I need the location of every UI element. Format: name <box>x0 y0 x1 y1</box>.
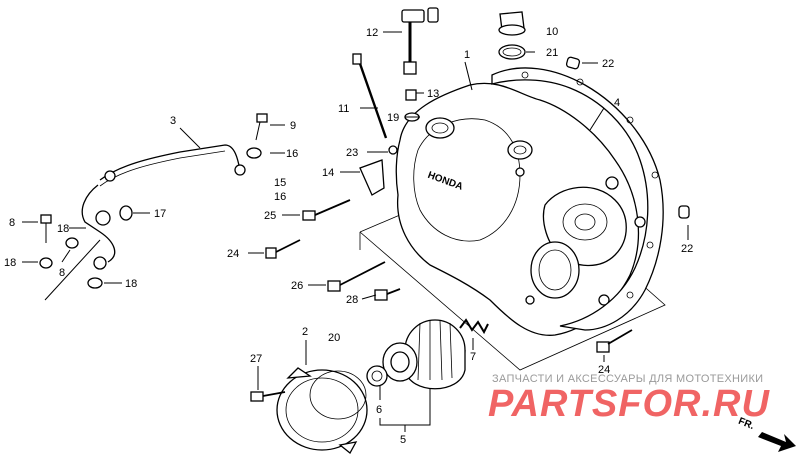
washer-18-upper <box>65 237 79 249</box>
label-part-15: 15 <box>274 177 286 189</box>
cover-gasket <box>491 67 664 331</box>
label-part-16-middle: 16 <box>274 191 286 203</box>
label-part-17: 17 <box>154 208 166 220</box>
bolt-24-right <box>596 329 633 353</box>
label-part-6: 6 <box>376 404 382 416</box>
label-part-4: 4 <box>614 97 620 109</box>
label-part-21: 21 <box>546 47 558 59</box>
bolt-25 <box>302 199 351 221</box>
bolt-24-left <box>265 239 301 259</box>
label-part-1: 1 <box>464 49 470 61</box>
filter-grommet <box>366 365 388 387</box>
bolt-8-left <box>40 214 52 243</box>
label-part-13: 13 <box>427 88 439 100</box>
label-part-8-lower: 8 <box>59 267 65 279</box>
watermark-brand: PARTSFOR.RU <box>488 383 770 425</box>
label-part-8-upper: 8 <box>9 217 15 229</box>
bolt-28 <box>374 288 401 301</box>
callout-labels: 1 2 3 4 5 6 7 8 8 9 10 11 12 13 14 15 16… <box>4 26 693 446</box>
washer-18-left <box>39 257 53 269</box>
label-part-22-top: 22 <box>602 58 614 70</box>
label-part-2: 2 <box>302 326 308 338</box>
leader-lines <box>22 31 689 432</box>
washer-17 <box>119 205 133 221</box>
label-part-20: 20 <box>328 332 340 344</box>
bolt-26 <box>327 261 386 292</box>
washer-18-lower <box>87 277 103 289</box>
filter-cover-o-ring <box>309 370 367 420</box>
label-part-22-right: 22 <box>681 243 693 255</box>
label-part-12: 12 <box>366 27 378 39</box>
label-part-5: 5 <box>400 434 406 446</box>
o-ring <box>498 44 526 60</box>
label-part-19: 19 <box>387 112 399 124</box>
filter-spring <box>459 318 489 335</box>
oil-filler-cap <box>498 11 526 36</box>
oil-filter <box>382 319 466 390</box>
dowel-pin-top <box>565 56 581 70</box>
cable-clamp <box>359 159 385 196</box>
oil-pipe <box>81 144 246 270</box>
bolt-9 <box>255 113 268 141</box>
dowel-pin-right <box>678 205 690 219</box>
sensor-switch <box>401 7 439 75</box>
washer-16 <box>246 147 262 159</box>
label-part-18-lower: 18 <box>125 278 137 290</box>
label-part-16: 16 <box>286 148 298 160</box>
nut-13 <box>405 89 417 101</box>
label-part-26: 26 <box>291 280 303 292</box>
label-part-24-left: 24 <box>227 248 239 260</box>
label-part-25: 25 <box>264 210 276 222</box>
crankcase-cover: HONDA <box>395 82 646 336</box>
dipstick-rod <box>352 53 388 139</box>
label-part-3: 3 <box>170 115 176 127</box>
front-arrow-icon <box>758 432 796 452</box>
label-part-14: 14 <box>322 167 334 179</box>
bolt-23 <box>388 145 398 155</box>
label-part-18-left: 18 <box>4 257 16 269</box>
label-part-24-right: 24 <box>598 364 610 376</box>
filter-cover <box>276 367 368 454</box>
label-part-9: 9 <box>290 120 296 132</box>
bolt-27 <box>250 391 286 402</box>
label-part-18-upper: 18 <box>57 223 69 235</box>
label-part-10: 10 <box>546 26 558 38</box>
watermark-subtitle: ЗАПЧАСТИ И АКСЕССУАРЫ ДЛЯ МОТОТЕХНИКИ <box>492 373 763 385</box>
label-part-28: 28 <box>346 294 358 306</box>
watermark: ЗАПЧАСТИ И АКСЕССУАРЫ ДЛЯ МОТОТЕХНИКИ PA… <box>488 373 770 425</box>
label-part-7: 7 <box>470 351 476 363</box>
label-part-27: 27 <box>250 353 262 365</box>
label-part-23: 23 <box>346 147 358 159</box>
label-part-11: 11 <box>338 103 349 115</box>
